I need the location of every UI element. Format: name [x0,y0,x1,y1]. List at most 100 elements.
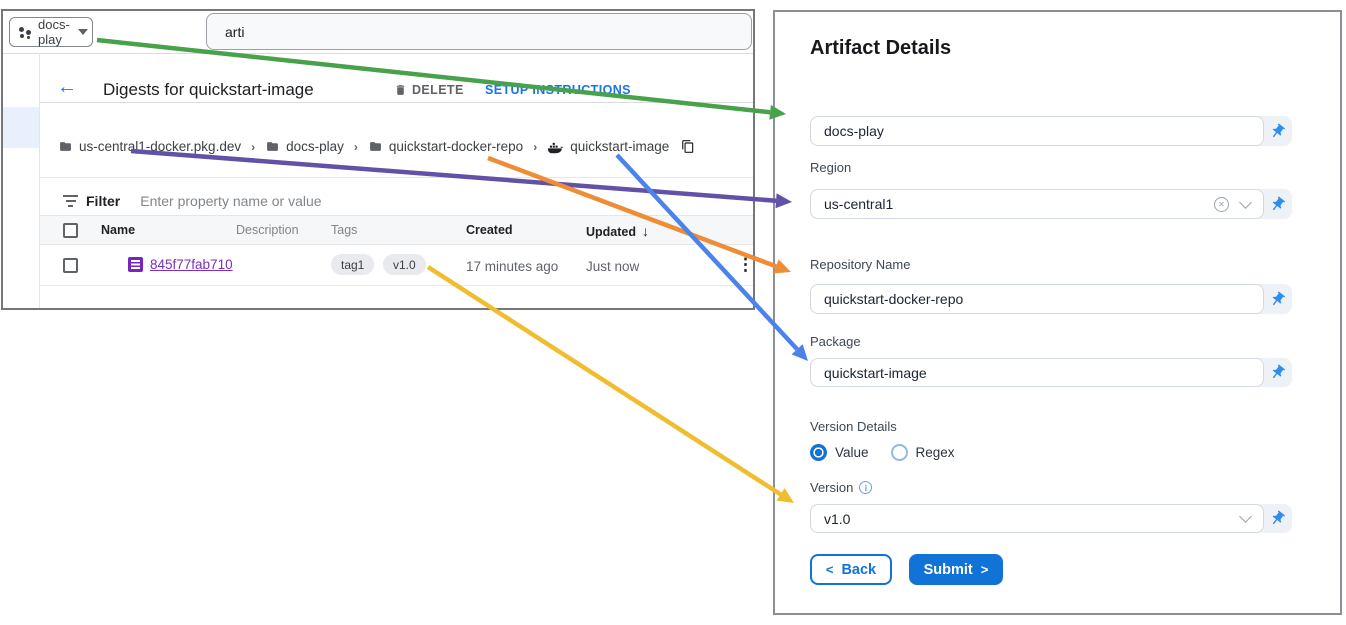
folder-icon [60,142,71,151]
radio-value-label: Value [835,445,869,460]
row-checkbox[interactable] [63,258,78,273]
region-label: Region [810,160,852,175]
repository-field-value: quickstart-docker-repo [824,291,964,307]
select-all-checkbox[interactable] [63,223,78,238]
panel-title: Artifact Details [810,37,952,59]
pin-icon [1272,291,1285,305]
delete-button[interactable]: DELETE [394,83,464,97]
info-icon[interactable]: i [859,481,873,494]
chevron-down-icon [77,29,88,35]
row-overflow-menu[interactable]: ⋮ [737,255,754,274]
header-divider [39,102,753,103]
package-field-value: quickstart-image [824,364,927,381]
version-field[interactable]: v1.0 [810,504,1264,533]
panel-buttons: < Back Submit > [810,554,1003,585]
column-header-updated-label: Updated [586,225,636,239]
project-switcher-label: docs-play [38,17,70,47]
back-button[interactable]: < Back [810,554,892,585]
artifact-details-panel: Artifact Details docs-play Region us-cen… [773,10,1342,615]
pin-icon [1272,510,1285,525]
package-field[interactable]: quickstart-image [810,358,1264,387]
search-input-value: arti [225,23,245,40]
pin-button[interactable] [1264,189,1291,219]
pin-icon [1272,123,1285,137]
breadcrumb: us-central1-docker.pkg.dev › docs-play ›… [58,139,695,154]
folder-icon [267,142,279,151]
package-field-row: quickstart-image [810,358,1292,387]
region-field-value: us-central1 [824,196,894,212]
submit-button[interactable]: Submit > [909,554,1003,585]
digest-link-label[interactable]: 845f77fab710 [150,257,233,272]
pin-button[interactable] [1264,284,1291,314]
column-header-updated[interactable]: Updated ↓ [586,223,649,239]
table-row: 845f77fab710 tag1 v1.0 17 minutes ago Ju… [40,245,754,286]
console-topbar: docs-play arti [3,11,753,54]
breadcrumb-label: us-central1-docker.pkg.dev [79,139,242,154]
setup-instructions-label: SETUP INSTRUCTIONS [485,83,631,97]
digest-link[interactable]: 845f77fab710 [128,257,233,272]
radio-regex[interactable]: Regex [890,444,955,461]
back-chevron-icon: < [825,562,834,577]
sidebar-selected-item[interactable] [3,107,39,148]
sort-descending-icon: ↓ [642,223,649,239]
back-arrow-icon[interactable]: ← [57,76,77,98]
project-field-row: docs-play [810,116,1292,146]
chevron-down-icon[interactable] [1239,510,1252,523]
package-label: Package [810,334,861,349]
search-input[interactable]: arti [206,13,752,50]
pin-icon [1272,196,1285,210]
version-field-row: v1.0 [810,504,1292,533]
filter-placeholder: Enter property name or value [140,193,322,209]
page-title: Digests for quickstart-image [103,80,314,99]
radio-regex-label: Regex [915,445,955,460]
tag-pill: v1.0 [383,254,426,275]
breadcrumb-item-project[interactable]: docs-play [265,139,344,154]
radio-unselected-icon [890,444,908,461]
repository-field-row: quickstart-docker-repo [810,284,1292,314]
breadcrumb-item-repository[interactable]: quickstart-docker-repo [368,139,523,154]
region-field[interactable]: us-central1 ✕ [810,189,1264,219]
project-field[interactable]: docs-play [810,116,1264,146]
submit-button-label: Submit [923,561,973,578]
project-field-value: docs-play [824,123,884,139]
digest-icon [128,257,143,272]
pin-icon [1272,364,1285,379]
column-header-tags: Tags [331,223,358,237]
chevron-down-icon[interactable] [1239,195,1252,209]
updated-cell: Just now [586,259,640,274]
filter-label: Filter [86,193,121,209]
breadcrumb-item-image[interactable]: quickstart-image [547,139,669,154]
created-cell: 17 minutes ago [466,259,559,274]
clear-icon[interactable]: ✕ [1214,196,1229,212]
breadcrumb-label: docs-play [286,139,344,154]
back-button-label: Back [841,561,877,578]
radio-selected-icon [810,444,827,461]
version-label: Version i [810,480,873,495]
column-header-name[interactable]: Name [101,223,136,237]
radio-value[interactable]: Value [810,444,869,461]
console-window: docs-play arti ← Digests for quickstart-… [1,9,755,310]
folder-icon [369,142,381,151]
copy-icon[interactable] [681,139,695,154]
table-header: Name Description Tags Created Updated ↓ [40,215,753,245]
repository-field[interactable]: quickstart-docker-repo [810,284,1264,314]
breadcrumb-label: quickstart-docker-repo [388,139,524,154]
pin-button[interactable] [1264,358,1291,387]
sidebar-divider [39,53,40,308]
filter-bar[interactable]: Filter Enter property name or value [63,193,322,209]
breadcrumb-separator: › [533,139,538,154]
setup-instructions-button[interactable]: SETUP INSTRUCTIONS [485,83,631,97]
version-details-label: Version Details [810,419,897,434]
project-switcher[interactable]: docs-play [9,17,93,47]
region-field-row: us-central1 ✕ [810,189,1292,219]
version-label-text: Version [810,480,854,495]
pin-button[interactable] [1264,116,1291,146]
breadcrumb-item-registry[interactable]: us-central1-docker.pkg.dev [58,139,241,154]
version-details-radios: Value Regex [810,444,955,461]
breadcrumb-separator: › [251,139,256,154]
pin-button[interactable] [1264,504,1291,533]
delete-button-label: DELETE [412,83,464,97]
column-header-created[interactable]: Created [466,223,513,237]
column-header-description: Description [236,223,299,237]
